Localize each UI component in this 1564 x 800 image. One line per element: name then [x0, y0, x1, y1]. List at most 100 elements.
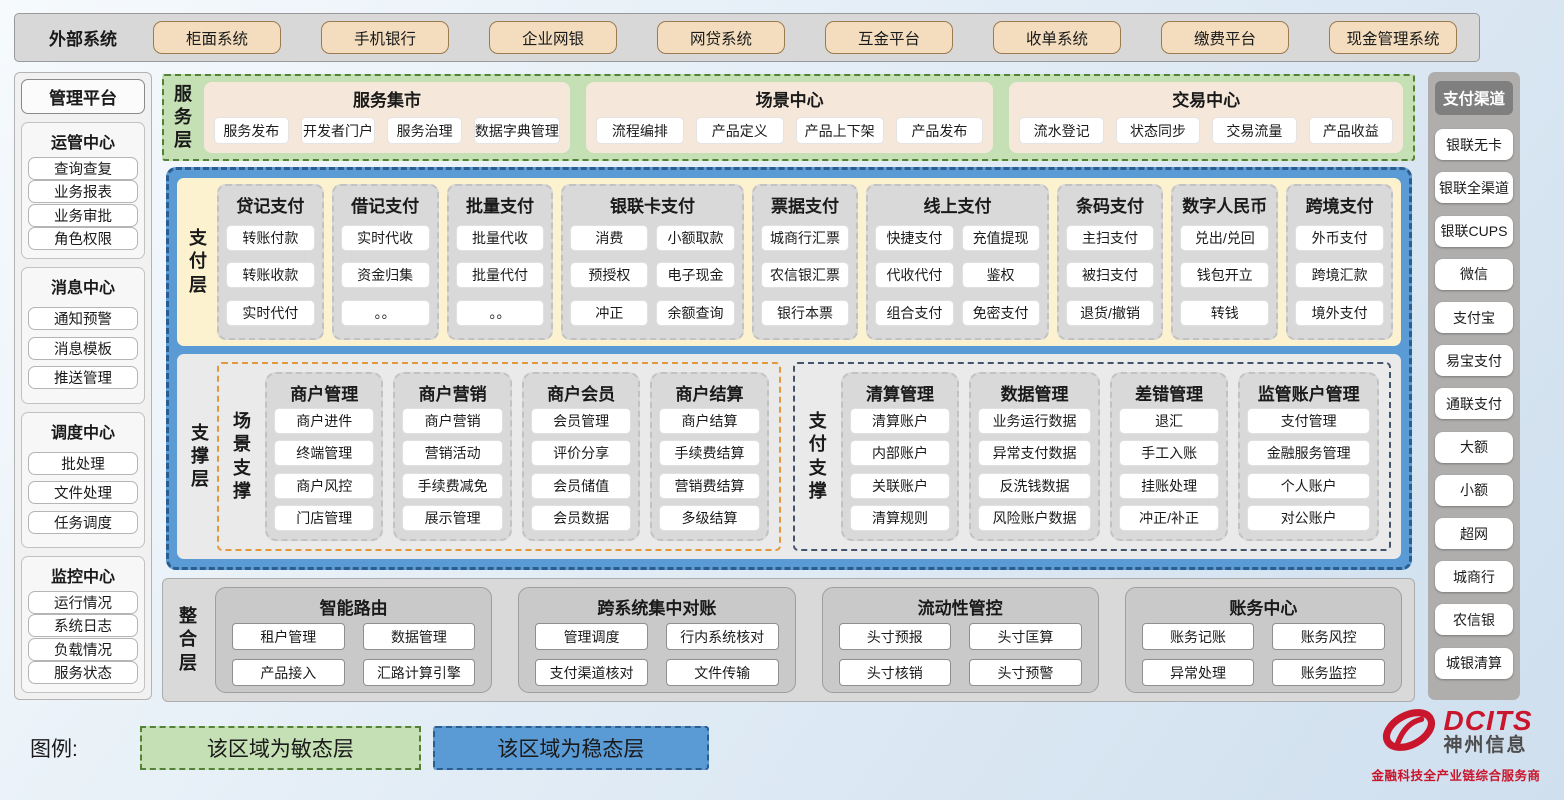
module-box: 余额查询 — [656, 299, 735, 326]
external-systems-bar: 外部系统 柜面系统手机银行企业网银网贷系统互金平台收单系统缴费平台现金管理系统 — [14, 13, 1480, 62]
module-box: 主扫支付 — [1065, 224, 1155, 251]
module-box: 转钱 — [1180, 299, 1270, 326]
module-box: 服务治理 — [387, 117, 462, 144]
external-system-box: 柜面系统 — [153, 21, 281, 54]
module-box: 头寸核销 — [838, 659, 952, 686]
digital-rmb-column: 数字人民币 兑出/兑回钱包开立转钱 — [1171, 184, 1279, 340]
module-box: 评价分享 — [530, 440, 632, 467]
module-box: 服务状态 — [28, 661, 138, 685]
module-box: 境外支付 — [1295, 299, 1384, 326]
module-box: 退汇 — [1118, 407, 1220, 434]
service-panels: 服务集市 服务发布开发者门户服务治理数据字典管理 场景中心 流程编排产品定义产品… — [204, 82, 1403, 153]
column-title: 监管账户管理 — [1257, 385, 1360, 404]
panel-title: 流动性管控 — [917, 599, 1003, 618]
module-box: 充值提现 — [961, 224, 1040, 251]
module-box: 推送管理 — [28, 366, 138, 390]
module-box: 免密支付 — [961, 299, 1040, 326]
module-box: 管理调度 — [535, 623, 648, 650]
panel-title: 交易中心 — [1172, 91, 1241, 110]
external-system-box: 网贷系统 — [657, 21, 785, 54]
channel-box: 大额 — [1435, 431, 1513, 463]
panel-title: 智能路由 — [319, 599, 388, 618]
ops-center-group: 运管中心 查询查复业务报表业务审批角色权限 — [21, 122, 145, 259]
module-box: 农信银汇票 — [760, 262, 850, 288]
column-title: 线上支付 — [923, 197, 992, 216]
channel-box: 超网 — [1435, 518, 1513, 550]
column-title: 借记支付 — [351, 197, 420, 216]
column-title: 银联卡支付 — [609, 197, 695, 216]
module-box: 实时代付 — [226, 299, 315, 326]
panel-title: 场景中心 — [755, 91, 824, 110]
external-systems-label: 外部系统 — [49, 30, 117, 49]
module-box: 营销活动 — [402, 440, 503, 467]
service-layer-label: 服务层 — [174, 83, 192, 151]
module-box: 转账收款 — [226, 262, 315, 288]
module-box: 业务审批 — [28, 203, 138, 227]
panel-title: 服务集市 — [352, 91, 421, 110]
module-box: 产品收益 — [1308, 117, 1394, 144]
external-system-box: 收单系统 — [993, 21, 1121, 54]
module-box: 被扫支付 — [1065, 262, 1155, 288]
external-systems-list: 柜面系统手机银行企业网银网贷系统互金平台收单系统缴费平台现金管理系统 — [153, 21, 1457, 54]
column-title: 商户营销 — [418, 385, 487, 404]
module-box: 手工入账 — [1118, 440, 1220, 467]
cross-system-reconciliation-panel: 跨系统集中对账 管理调度行内系统核对支付渠道核对文件传输 — [518, 587, 796, 693]
module-box: 开发者门户 — [300, 117, 376, 144]
accounting-center-panel: 账务中心 账务记账账务风控异常处理账务监控 — [1124, 587, 1402, 693]
module-box: 数据管理 — [362, 623, 476, 650]
module-box: 小额取款 — [656, 224, 735, 251]
module-box: 组合支付 — [875, 299, 954, 326]
unionpay-card-column: 银联卡支付 消费小额取款预授权电子现金冲正余额查询 — [561, 184, 744, 340]
message-center-group: 消息中心 通知预警消息模板推送管理 — [21, 266, 145, 404]
channel-box: 城银清算 — [1435, 647, 1513, 679]
module-box: 营销费结算 — [659, 472, 760, 499]
module-box: 数据字典管理 — [473, 117, 560, 144]
column-title: 数字人民币 — [1182, 197, 1268, 216]
module-box: 产品发布 — [895, 117, 984, 144]
module-box: 内部账户 — [849, 440, 951, 467]
merchant-settlement-column: 商户结算 商户结算手续费结算营销费结算多级结算 — [650, 372, 769, 541]
channel-box: 通联支付 — [1435, 388, 1513, 420]
column-title: 条码支付 — [1076, 197, 1145, 216]
group-title: 调度中心 — [50, 424, 115, 442]
module-box: 电子现金 — [656, 262, 735, 288]
module-box: 查询查复 — [28, 156, 138, 180]
module-box: 租户管理 — [232, 623, 345, 650]
module-box: 银行本票 — [760, 299, 850, 326]
module-box: 清算规则 — [849, 505, 951, 532]
error-management-column: 差错管理 退汇手工入账挂账处理冲正/补正 — [1109, 372, 1229, 541]
management-platform-title: 管理平台 — [21, 79, 145, 114]
data-management-column: 数据管理 业务运行数据异常支付数据反洗钱数据风险账户数据 — [969, 372, 1100, 541]
module-box: 会员数据 — [530, 505, 632, 532]
module-box: 异常处理 — [1141, 659, 1255, 686]
company-name: 神州信息 — [1443, 735, 1528, 757]
module-box: 服务发布 — [214, 117, 289, 144]
external-system-box: 手机银行 — [321, 21, 449, 54]
column-title: 贷记支付 — [236, 197, 305, 216]
module-box: 兑出/兑回 — [1180, 224, 1270, 251]
integration-layer-label: 整合层 — [179, 606, 197, 673]
payment-columns: 贷记支付 转账付款转账收款实时代付 借记支付 实时代收资金归集。。 批量支付 批… — [217, 184, 1393, 340]
support-layer-label: 支撑层 — [191, 422, 209, 490]
module-box: 转账付款 — [226, 224, 315, 251]
clearing-management-column: 清算管理 清算账户内部账户关联账户清算规则 — [840, 372, 960, 541]
module-box: 商户营销 — [402, 407, 503, 434]
module-box: 会员管理 — [530, 407, 632, 434]
liquidity-control-panel: 流动性管控 头寸预报头寸匡算头寸核销头寸预警 — [821, 587, 1099, 693]
module-box: 风险账户数据 — [978, 505, 1091, 532]
cross-border-column: 跨境支付 外币支付跨境汇款境外支付 — [1286, 184, 1393, 340]
module-box: 头寸预警 — [969, 659, 1082, 686]
channel-box: 支付宝 — [1435, 302, 1513, 334]
module-box: 文件处理 — [28, 481, 138, 505]
module-box: 文件传输 — [665, 659, 779, 686]
module-box: 退货/撤销 — [1065, 299, 1155, 326]
merchant-member-column: 商户会员 会员管理评价分享会员储值会员数据 — [521, 372, 641, 541]
external-system-box: 现金管理系统 — [1329, 21, 1457, 54]
panel-title: 跨系统集中对账 — [597, 599, 717, 618]
module-box: 冲正 — [570, 299, 649, 326]
module-box: 账务风控 — [1272, 623, 1385, 650]
column-title: 商户结算 — [675, 385, 744, 404]
module-box: 预授权 — [570, 262, 649, 288]
module-box: 。。 — [455, 299, 545, 326]
